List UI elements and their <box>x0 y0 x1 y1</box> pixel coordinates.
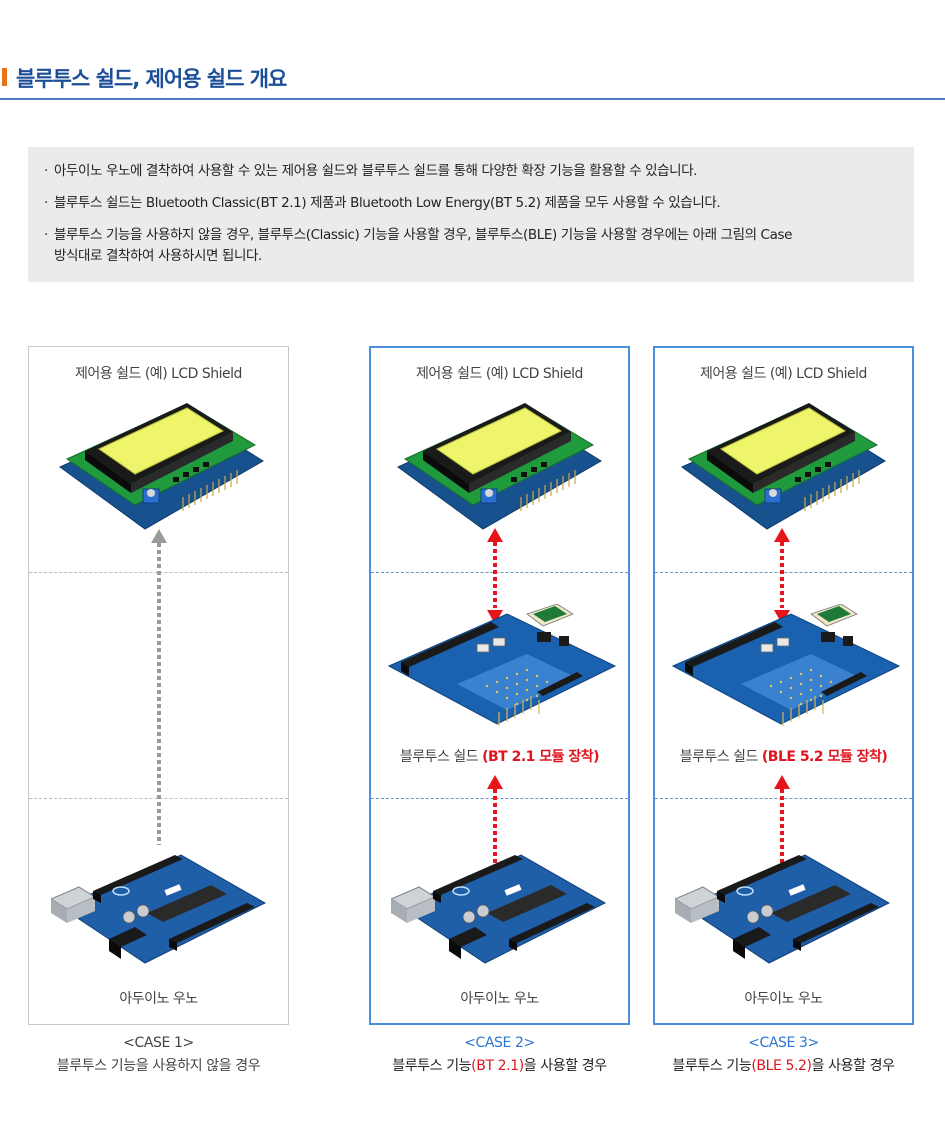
arduino-uno-icon <box>51 847 271 977</box>
case-3-caption: <CASE 3> 블루투스 기능(BLE 5.2)을 사용할 경우 <box>643 1032 924 1078</box>
arduino-uno-icon <box>391 847 611 977</box>
arduino-uno-icon <box>675 847 895 977</box>
lcd-shield-icon <box>677 389 887 534</box>
lcd-shield-icon <box>55 389 265 534</box>
row-divider <box>371 572 628 573</box>
case-3-desc-text-end: 을 사용할 경우 <box>811 1058 895 1074</box>
arduino-uno-label: 아두이노 우노 <box>460 991 539 1007</box>
case-2-desc-text-end: 을 사용할 경우 <box>523 1058 607 1074</box>
red-arrow-icon <box>487 528 503 624</box>
bluetooth-shield-text: 블루투스 쉴드 <box>399 749 483 765</box>
row-divider <box>371 798 628 799</box>
lcd-shield-label: 제어용 쉴드 (예) LCD Shield <box>75 366 242 382</box>
page-title: 블루투스 쉴드, 제어용 쉴드 개요 <box>16 67 287 91</box>
case-1-caption: <CASE 1> 블루투스 기능을 사용하지 않을 경우 <box>28 1032 289 1078</box>
info-line-2: · 블루투스 쉴드는 Bluetooth Classic(BT 2.1) 제품과… <box>44 193 898 214</box>
bluetooth-shield-text: 블루투스 쉴드 <box>679 749 762 765</box>
bullet: · <box>44 227 48 243</box>
info-text: 아두이노 우노에 결착하여 사용할 수 있는 제어용 쉴드와 블루투스 쉴드를 … <box>54 163 698 179</box>
title-accent-mark <box>2 68 7 86</box>
bluetooth-shield-label: 블루투스 쉴드 (BT 2.1 모듈 장착) <box>371 746 628 766</box>
lcd-shield-label: 제어용 쉴드 (예) LCD Shield <box>416 366 583 382</box>
case-3-desc-text: 블루투스 기능 <box>672 1058 752 1074</box>
case-1-description: 블루투스 기능을 사용하지 않을 경우 <box>56 1058 261 1074</box>
case-2-panel: 제어용 쉴드 (예) LCD Shield 블루투스 쉴드 (BT 2.1 모듈… <box>369 346 630 1025</box>
case-3-panel: 제어용 쉴드 (예) LCD Shield 블루투스 쉴드 (BLE 5.2 모… <box>653 346 914 1025</box>
case-1-panel: 제어용 쉴드 (예) LCD Shield 아두이노 우노 <box>28 346 289 1025</box>
case-2-label: <CASE 2> <box>464 1035 535 1051</box>
bluetooth-shield-icon <box>671 604 901 734</box>
page-header: 블루투스 쉴드, 제어용 쉴드 개요 <box>0 58 945 100</box>
case-2-desc-text: 블루투스 기능 <box>392 1058 472 1074</box>
case-1-label: <CASE 1> <box>123 1035 194 1051</box>
bt-module-highlight: (BT 2.1 모듈 장착) <box>482 749 600 765</box>
bullet: · <box>44 195 48 211</box>
info-line-3: · 블루투스 기능을 사용하지 않을 경우, 블루투스(Classic) 기능을… <box>44 225 898 267</box>
case-3-desc-highlight: (BLE 5.2) <box>751 1058 812 1074</box>
lcd-shield-label: 제어용 쉴드 (예) LCD Shield <box>700 366 867 382</box>
arduino-uno-label: 아두이노 우노 <box>744 991 823 1007</box>
case-2-description: 블루투스 기능(BT 2.1)을 사용할 경우 <box>359 1055 640 1078</box>
info-line-1: · 아두이노 우노에 결착하여 사용할 수 있는 제어용 쉴드와 블루투스 쉴드… <box>44 161 898 182</box>
case-3-description: 블루투스 기능(BLE 5.2)을 사용할 경우 <box>643 1055 924 1078</box>
info-text-continued: 방식대로 결착하여 사용하시면 됩니다. <box>54 248 262 264</box>
case-2-caption: <CASE 2> 블루투스 기능(BT 2.1)을 사용할 경우 <box>359 1032 640 1078</box>
ble-module-highlight: (BLE 5.2 모듈 장착) <box>761 749 888 765</box>
arduino-uno-label: 아두이노 우노 <box>119 991 198 1007</box>
info-text: 블루투스 쉴드는 Bluetooth Classic(BT 2.1) 제품과 B… <box>54 195 721 211</box>
case-3-label: <CASE 3> <box>748 1035 819 1051</box>
case-2-desc-highlight: (BT 2.1) <box>471 1058 524 1074</box>
gray-arrow-icon <box>151 529 167 845</box>
info-text: 블루투스 기능을 사용하지 않을 경우, 블루투스(Classic) 기능을 사… <box>54 227 792 243</box>
bluetooth-shield-label: 블루투스 쉴드 (BLE 5.2 모듈 장착) <box>655 746 912 766</box>
info-box: · 아두이노 우노에 결착하여 사용할 수 있는 제어용 쉴드와 블루투스 쉴드… <box>28 147 914 282</box>
red-arrow-icon <box>774 528 790 624</box>
lcd-shield-icon <box>393 389 603 534</box>
bullet: · <box>44 163 48 179</box>
bluetooth-shield-icon <box>387 604 617 734</box>
